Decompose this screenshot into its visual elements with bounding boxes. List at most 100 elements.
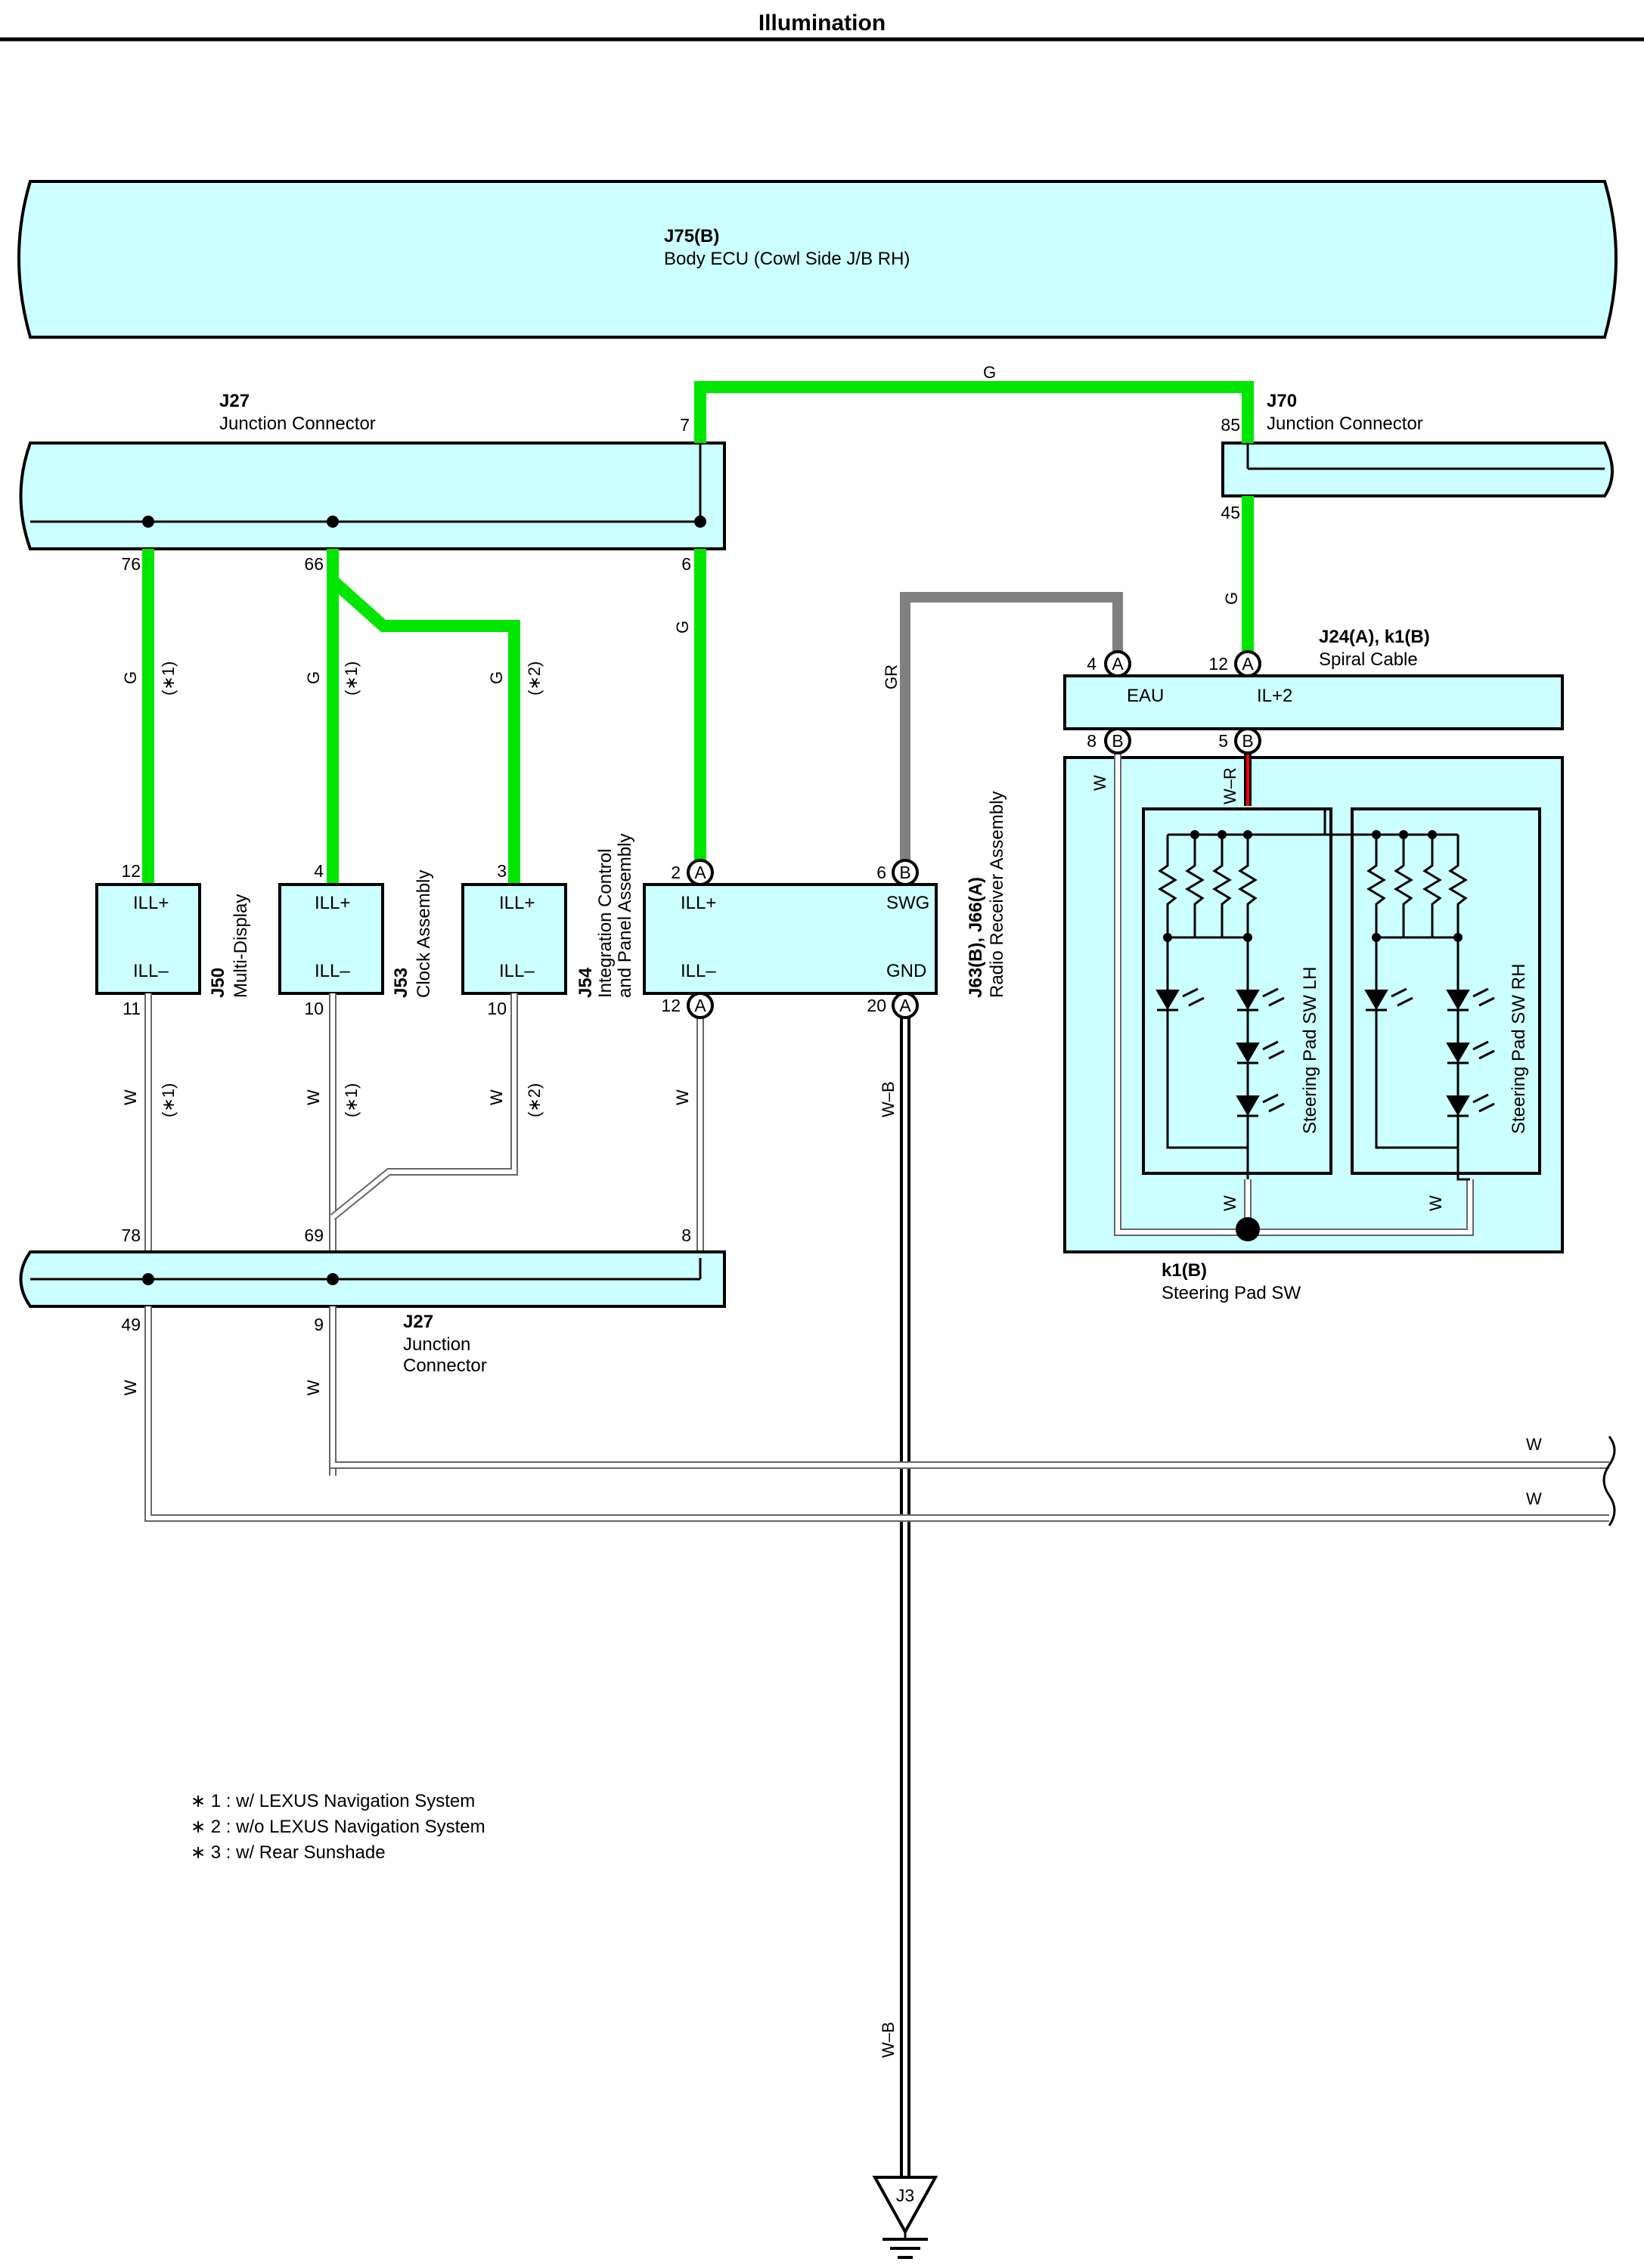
j53-code: J53 bbox=[391, 968, 411, 998]
wire-label-wr: W–R bbox=[1221, 767, 1239, 804]
j70-name: Junction Connector bbox=[1267, 414, 1423, 434]
wire-label-w-rh: W bbox=[1426, 1195, 1445, 1211]
note-j53-upper: (∗1) bbox=[342, 662, 361, 696]
steering-pad-rh-label: Steering Pad SW RH bbox=[1509, 964, 1529, 1134]
spiral-pin-eau: EAU bbox=[1127, 686, 1164, 706]
j27-top-node-6 bbox=[694, 516, 706, 528]
j54-gnd: GND bbox=[886, 961, 926, 981]
j54-name-1: Integration Control bbox=[595, 849, 616, 998]
conn-a-2 bbox=[687, 859, 714, 886]
j63-name: Radio Receiver Assembly bbox=[987, 792, 1007, 998]
j53-ill-minus: ILL– bbox=[315, 961, 350, 981]
j70-code: J70 bbox=[1267, 391, 1297, 411]
wire-label-w-j54: W bbox=[673, 1089, 692, 1105]
wire-w-49-out-inner bbox=[146, 1306, 1609, 1520]
page-title: Illumination bbox=[758, 11, 886, 36]
wire-label-g-j53: G bbox=[304, 671, 323, 684]
wire-label-wb-upper: W–B bbox=[879, 1081, 898, 1117]
pin-9: 9 bbox=[314, 1315, 324, 1334]
wire-label-g-top: G bbox=[983, 363, 996, 382]
pin-85: 85 bbox=[1221, 415, 1240, 435]
pin-78: 78 bbox=[121, 1225, 141, 1245]
pin-45: 45 bbox=[1221, 503, 1240, 522]
j53-ill-plus: ILL+ bbox=[315, 893, 350, 913]
conn-a-12-j54-letter: A bbox=[694, 996, 706, 1015]
ground-j3-label: J3 bbox=[896, 2186, 914, 2205]
j54-ill-plus: ILL+ bbox=[681, 893, 716, 913]
steering-pad-lh-box bbox=[1142, 807, 1332, 1175]
j50-name: Multi-Display bbox=[231, 894, 251, 998]
spiral-name: Spiral Cable bbox=[1319, 649, 1418, 670]
pin-12-j54: 12 bbox=[661, 996, 681, 1015]
j53-box bbox=[278, 883, 384, 995]
pin-2-j54: 2 bbox=[671, 863, 681, 882]
conn-a-20-letter: A bbox=[899, 996, 911, 1015]
conn-b-5 bbox=[1234, 727, 1261, 754]
pin-20: 20 bbox=[867, 996, 886, 1015]
wire-label-w-9: W bbox=[304, 1380, 323, 1396]
wire-label-w-49: W bbox=[121, 1380, 140, 1396]
pin-8-spiral: 8 bbox=[1087, 731, 1097, 751]
conn-a-20 bbox=[892, 992, 919, 1019]
j54-box bbox=[643, 883, 938, 995]
wire-w-9-out-inner bbox=[330, 1306, 1609, 1467]
steering-pad-name: Steering Pad SW bbox=[1162, 1283, 1301, 1303]
pin-10-j53: 10 bbox=[304, 999, 324, 1018]
pin-12-j50: 12 bbox=[121, 861, 141, 881]
conn-b-8-letter: B bbox=[1112, 731, 1123, 751]
pin-66: 66 bbox=[304, 554, 324, 574]
pin-4-j53: 4 bbox=[314, 861, 324, 881]
j54-code: J54 bbox=[575, 967, 596, 998]
steering-pad-lh-label: Steering Pad SW LH bbox=[1300, 967, 1320, 1134]
conn-b-5-letter: B bbox=[1242, 731, 1253, 751]
j27-top-name: Junction Connector bbox=[219, 414, 376, 434]
wire-w-c3-inner bbox=[331, 993, 516, 1219]
pin-5-spiral: 5 bbox=[1218, 731, 1228, 751]
steering-pad-circuit bbox=[1155, 809, 1495, 1229]
j27-bottom-node-78 bbox=[142, 1273, 154, 1285]
wire-break-marks bbox=[1602, 1436, 1616, 1526]
note-j50-lower: (∗1) bbox=[159, 1083, 178, 1117]
pin-6: 6 bbox=[681, 554, 691, 574]
j27-bottom-name-1: Junction bbox=[403, 1334, 470, 1355]
wire-label-g-j54: G bbox=[673, 621, 692, 634]
wire-label-g-j50: G bbox=[121, 671, 140, 684]
j53-name: Clock Assembly bbox=[414, 870, 434, 998]
wire-label-w-c3: W bbox=[487, 1089, 506, 1105]
wire-label-g-j70: G bbox=[1222, 592, 1241, 605]
wire-g-j27-j70 bbox=[694, 381, 1254, 443]
j27-top-box bbox=[19, 442, 726, 550]
pin-10-c3: 10 bbox=[487, 999, 507, 1018]
legend-note-1: ∗ 1 : w/ LEXUS Navigation System bbox=[191, 1791, 475, 1811]
wire-gr-swg-eau bbox=[900, 592, 1123, 872]
wire-label-w-j53: W bbox=[304, 1089, 323, 1105]
j27-bottom-node-69 bbox=[327, 1273, 339, 1285]
component-3-box bbox=[461, 883, 567, 995]
conn-b-6 bbox=[892, 859, 919, 886]
pin-4-spiral: 4 bbox=[1087, 654, 1097, 674]
c3-ill-plus: ILL+ bbox=[499, 893, 535, 913]
wire-w-9-out-outer bbox=[329, 1306, 1609, 1469]
body-ecu-code: J75(B) bbox=[664, 226, 719, 246]
spiral-code: J24(A), k1(B) bbox=[1319, 627, 1430, 647]
conn-a-12-j54 bbox=[687, 992, 714, 1019]
conn-b-6-letter: B bbox=[899, 863, 910, 882]
steering-pad-rh-box bbox=[1351, 807, 1541, 1175]
spiral-pin-il2: IL+2 bbox=[1257, 686, 1292, 706]
wire-g-66-c3 bbox=[328, 576, 520, 885]
pin-3-c3: 3 bbox=[497, 861, 507, 881]
j50-box bbox=[95, 883, 201, 995]
conn-a-12-letter: A bbox=[1242, 654, 1254, 674]
wire-label-g-c3: G bbox=[487, 671, 506, 684]
j50-ill-minus: ILL– bbox=[133, 961, 169, 981]
j63-code: J63(B), J66(A) bbox=[966, 877, 986, 998]
conn-a-12 bbox=[1234, 650, 1261, 677]
ground-j3-triangle bbox=[872, 2176, 938, 2235]
wire-w-49-out-outer bbox=[144, 1306, 1609, 1522]
wire-label-w-b8: W bbox=[1090, 775, 1109, 791]
wire-label-w-right-2: W bbox=[1526, 1489, 1542, 1508]
legend-note-3: ∗ 3 : w/ Rear Sunshade bbox=[191, 1842, 386, 1863]
steering-pad-code: k1(B) bbox=[1162, 1260, 1207, 1281]
legend-note-2: ∗ 2 : w/o LEXUS Navigation System bbox=[191, 1817, 485, 1837]
